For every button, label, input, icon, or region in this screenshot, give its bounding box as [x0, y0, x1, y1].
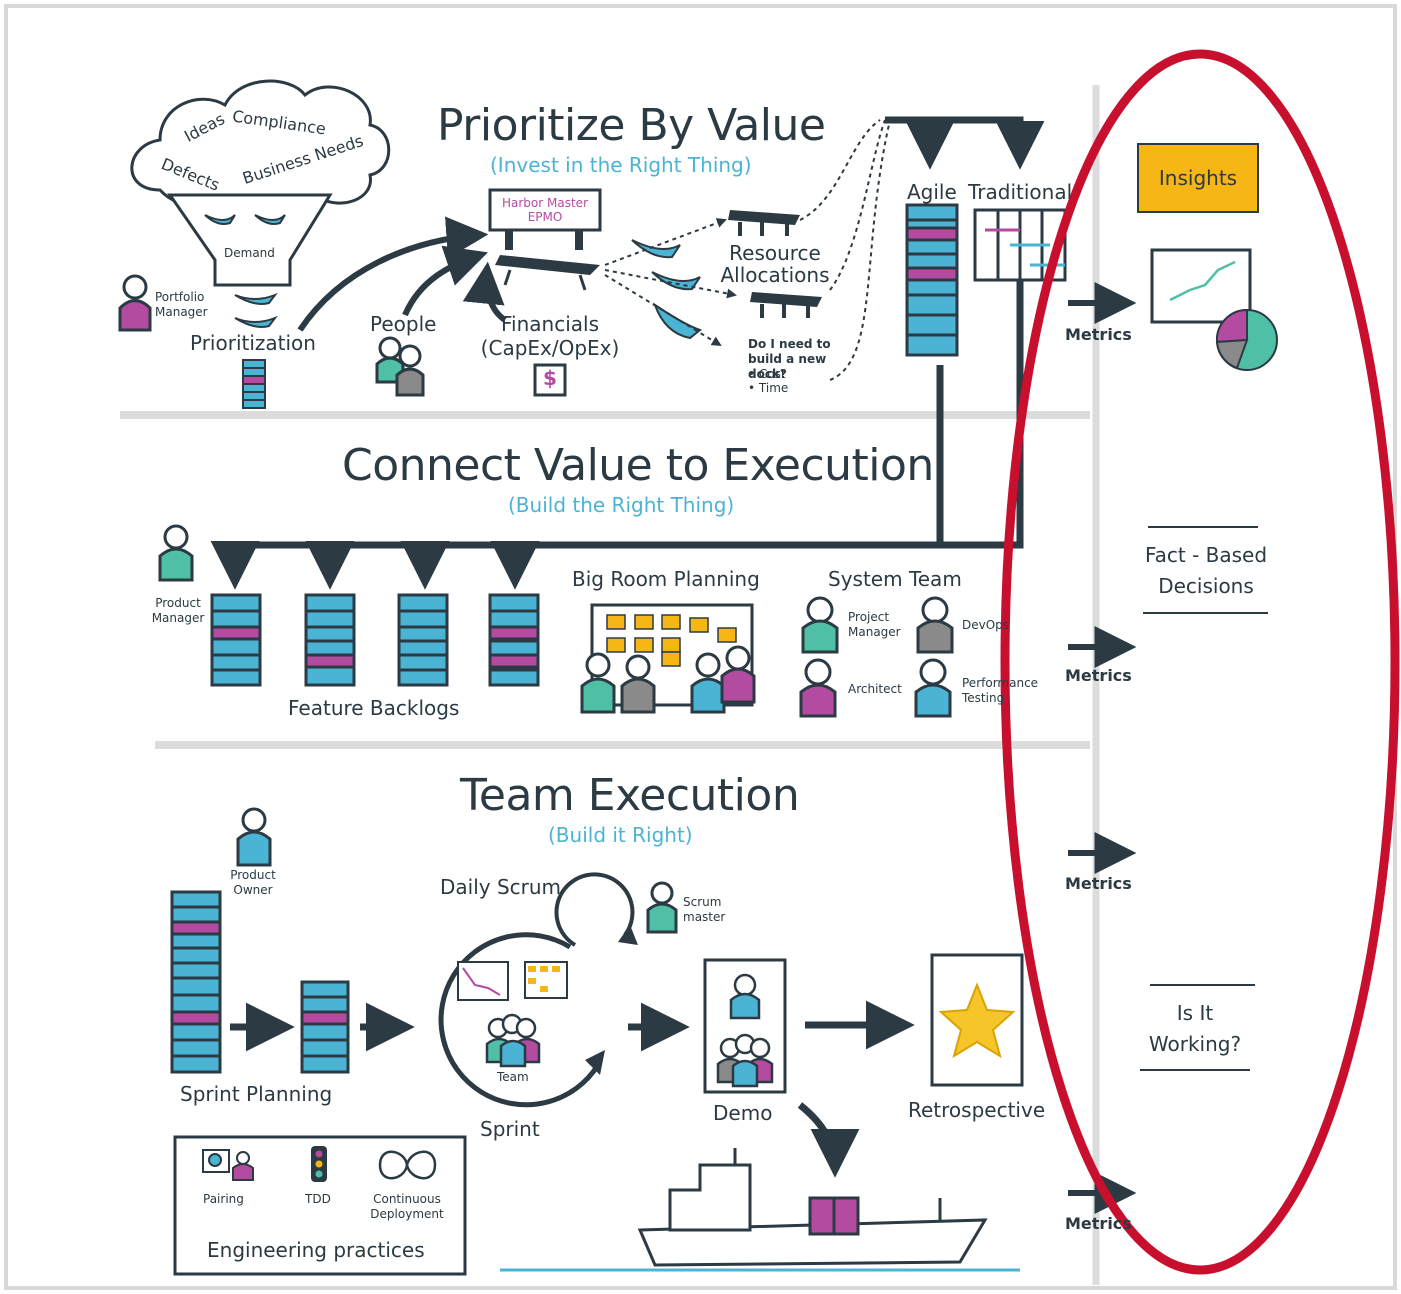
demo-label: Demo — [713, 1101, 773, 1125]
dock-question: Do I need to build a new dock? — [748, 337, 831, 381]
arrow-financials-to-harbor — [462, 261, 507, 323]
scrum-master-icon — [646, 881, 678, 934]
boat-icons-funnel — [204, 214, 286, 328]
is-it-working: Is It Working? — [1148, 1001, 1242, 1056]
role-project-manager: Project Manager — [848, 610, 901, 639]
product-owner-label: Product Owner — [230, 868, 276, 897]
dock-bullet-time: • Time — [748, 381, 789, 395]
metrics-label-1: Metrics — [1065, 325, 1132, 344]
engineering-practices-title: Engineering practices — [207, 1238, 425, 1262]
insights-badge: Insights — [1137, 143, 1259, 213]
resource-docks — [728, 210, 822, 318]
agile-backlog — [905, 203, 959, 357]
practice-tdd: TDD — [305, 1192, 331, 1206]
section-subtitle-team: (Build it Right) — [548, 823, 693, 847]
daily-scrum-label: Daily Scrum — [440, 875, 562, 899]
portfolio-manager-icon — [118, 274, 152, 332]
feature-backlog-4 — [488, 593, 540, 687]
engineering-practices-box — [173, 1135, 467, 1276]
metrics-label-4: Metrics — [1065, 1214, 1132, 1233]
traditional-label: Traditional — [968, 180, 1073, 204]
portfolio-manager-label: Portfolio Manager — [155, 290, 208, 319]
dotted-routes — [604, 119, 891, 381]
people-icon — [375, 336, 425, 397]
demo-board — [703, 958, 787, 1094]
big-room-planning-label: Big Room Planning — [572, 567, 760, 591]
arrow-people-to-harbor — [402, 245, 488, 317]
top-branch-arrows — [885, 116, 1045, 170]
metrics-label-3: Metrics — [1065, 874, 1132, 893]
role-architect: Architect — [848, 682, 902, 696]
practice-continuous-deployment: Continuous Deployment — [370, 1192, 444, 1221]
agile-label: Agile — [907, 180, 957, 204]
dollar-label: $ — [543, 366, 557, 390]
system-team-icons — [799, 596, 954, 718]
people-label: People — [370, 312, 437, 336]
big-room-planning-board — [580, 603, 756, 714]
metrics-arrows — [1068, 282, 1137, 1214]
retrospective-label: Retrospective — [908, 1098, 1046, 1122]
scrum-master-label: Scrum master — [683, 895, 726, 924]
feature-backlog-2 — [304, 593, 356, 687]
role-performance-testing: Performance Testing — [962, 676, 1039, 705]
harbor-master-label: Harbor Master EPMO — [502, 196, 588, 224]
section-subtitle-connect: (Build the Right Thing) — [508, 493, 735, 517]
metrics-label-2: Metrics — [1065, 666, 1132, 685]
financials-label: Financials (CapEx/OpEx) — [480, 312, 620, 360]
star-icon — [938, 982, 1016, 1059]
team-label: Team — [497, 1070, 529, 1084]
feature-backlogs-label: Feature Backlogs — [288, 696, 460, 720]
connector-to-feature-backlogs — [210, 280, 1024, 590]
highlight-ellipse — [1000, 49, 1400, 1275]
sprint-planning-label: Sprint Planning — [180, 1082, 333, 1106]
section-title-team: Team Execution — [460, 770, 800, 821]
arrow-to-ship — [797, 1102, 860, 1178]
product-manager-icon — [158, 524, 194, 582]
resource-allocations-label: Resource Allocations — [720, 241, 830, 287]
boats-to-resources — [631, 239, 703, 340]
dock-bullet-cost: • Cost — [748, 367, 786, 381]
section-subtitle-prioritize: (Invest in the Right Thing) — [490, 153, 752, 177]
text-rules — [1140, 526, 1268, 1071]
product-manager-label: Product Manager — [151, 596, 205, 625]
product-owner-icon — [236, 807, 272, 867]
feature-backlog-1 — [210, 593, 262, 687]
arrow-prioritization-to-harbor — [297, 216, 489, 332]
demand-funnel — [167, 193, 333, 287]
sprint-backlog — [300, 980, 350, 1074]
section-title-prioritize: Prioritize By Value — [437, 100, 826, 151]
sprint-cycle — [438, 872, 638, 1108]
role-devops: DevOps — [962, 618, 1010, 632]
fact-based-decisions: Fact - Based Decisions — [1144, 543, 1268, 598]
feature-backlog-3 — [397, 593, 449, 687]
dollar-icon — [533, 363, 567, 397]
insights-chart-icon — [1150, 248, 1278, 371]
prioritization-label: Prioritization — [190, 331, 316, 355]
funnel-label: Demand — [224, 246, 275, 260]
product-backlog-tall — [170, 890, 222, 1074]
retrospective-board — [930, 953, 1024, 1087]
section-title-connect: Connect Value to Execution — [342, 440, 934, 491]
ship-icon — [500, 1148, 1020, 1272]
prioritization-backlog — [242, 359, 266, 409]
sprint-label: Sprint — [480, 1117, 540, 1141]
system-team-label: System Team — [828, 567, 962, 591]
harbor-master-sign — [488, 188, 602, 291]
practice-pairing: Pairing — [203, 1192, 244, 1206]
